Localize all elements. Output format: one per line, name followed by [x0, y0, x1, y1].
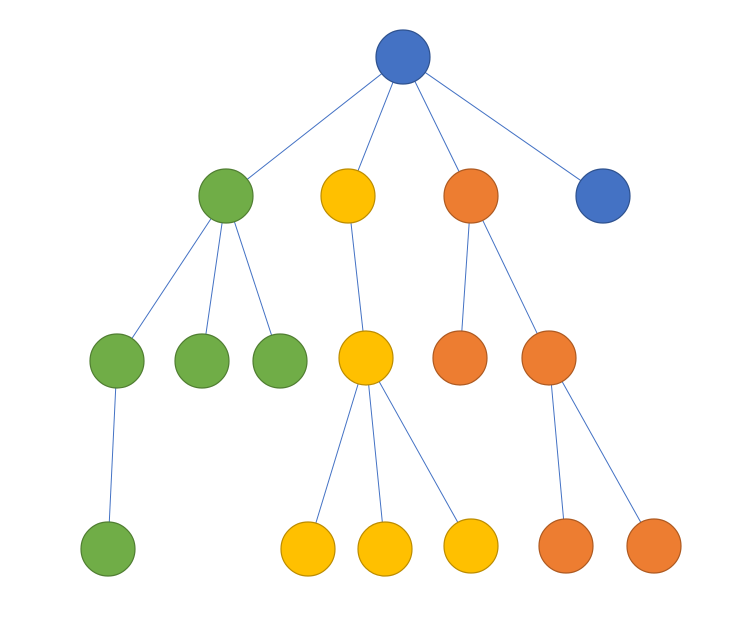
node-blue-level-1 [575, 168, 631, 224]
node-orange-level-1 [443, 168, 499, 224]
edge-13 [482, 220, 538, 334]
node-layer [80, 29, 682, 577]
node-green-level-1 [198, 168, 254, 224]
edge-1 [246, 73, 383, 180]
node-yellow-level-3 [357, 521, 413, 577]
edge-9 [368, 384, 383, 523]
edge-14 [550, 384, 565, 520]
edge-10 [378, 381, 459, 523]
node-yellow-level-3 [443, 518, 499, 574]
edge-2 [131, 218, 212, 339]
node-orange-level-2 [521, 330, 577, 386]
edge-16 [424, 71, 582, 182]
node-green-level-3 [80, 521, 136, 577]
edge-4 [205, 222, 223, 335]
node-yellow-level-1 [320, 168, 376, 224]
node-orange-level-3 [538, 518, 594, 574]
edge-layer [108, 71, 642, 524]
node-green-level-2 [174, 333, 230, 389]
node-blue-level-0 [375, 29, 431, 85]
node-green-level-2 [252, 333, 308, 389]
edge-6 [357, 81, 394, 172]
node-green-level-2 [89, 333, 145, 389]
node-orange-level-3 [626, 518, 682, 574]
edge-8 [315, 383, 359, 524]
node-yellow-level-3 [280, 521, 336, 577]
edge-5 [233, 221, 273, 336]
edge-7 [350, 222, 364, 332]
node-orange-level-2 [432, 330, 488, 386]
edge-15 [561, 381, 642, 523]
node-yellow-level-2 [338, 330, 394, 386]
edge-11 [414, 81, 460, 172]
edge-3 [108, 387, 117, 523]
edge-12 [461, 222, 470, 332]
